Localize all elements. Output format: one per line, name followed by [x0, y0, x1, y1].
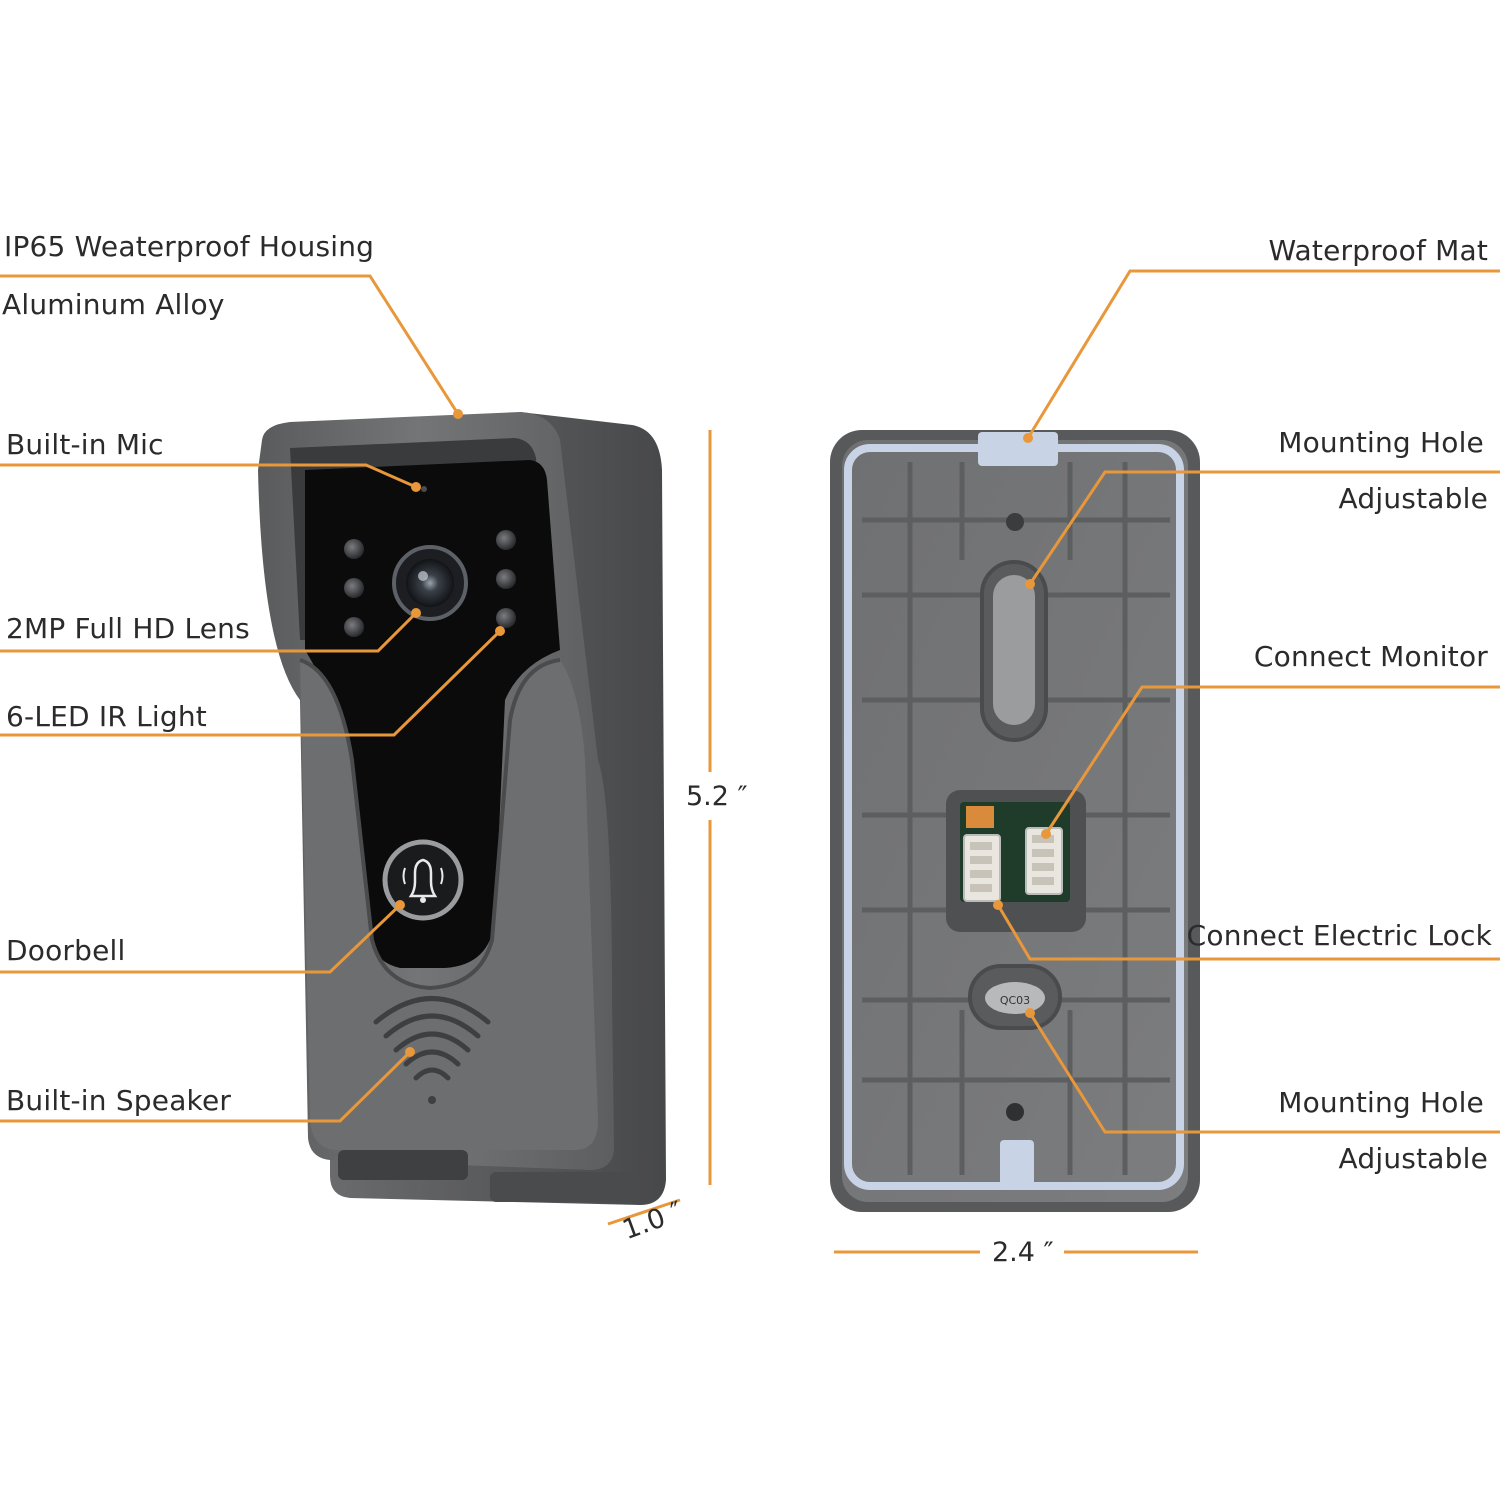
speaker-grille-icon — [373, 996, 491, 1081]
doorbell-front-unit — [258, 412, 666, 1205]
dim-line-depth — [607, 1198, 681, 1226]
label-ir: 6-LED IR Light — [6, 700, 207, 733]
face-panel — [305, 460, 560, 968]
leader-mat — [1026, 269, 1500, 439]
mic-hole — [421, 486, 427, 492]
lower-cover — [300, 660, 598, 1150]
label-housing: IP65 Weaterproof Housing — [4, 230, 375, 263]
leader-ir — [0, 629, 502, 737]
leader-mic — [0, 463, 417, 489]
label-hole-bottom: Mounting Hole — [1278, 1086, 1484, 1119]
leader-speaker — [0, 1050, 412, 1123]
leader-monitor — [1044, 685, 1500, 835]
label-monitor: Connect Monitor — [1253, 640, 1488, 673]
leader-lens — [0, 611, 418, 653]
label-hole-bottom-sub: Adjustable — [1338, 1142, 1488, 1175]
label-lens: 2MP Full HD Lens — [6, 612, 250, 645]
dimension-width: 2.4 ″ — [992, 1237, 1054, 1268]
label-mat: Waterproof Mat — [1268, 234, 1488, 267]
label-lock: Connect Electric Lock — [1186, 919, 1492, 952]
label-hole-top: Mounting Hole — [1278, 426, 1484, 459]
back-plate-unit — [830, 430, 1200, 1212]
leader-hole-bottom — [1028, 1012, 1500, 1134]
leader-dots — [395, 409, 1051, 1057]
leader-lock — [996, 904, 1500, 961]
bell-icon — [382, 839, 464, 921]
leader-housing — [0, 274, 460, 415]
label-speaker: Built-in Speaker — [6, 1084, 232, 1117]
leader-lines — [0, 269, 1500, 1254]
leader-hole-top — [1028, 470, 1500, 585]
label-material: Aluminum Alloy — [2, 288, 225, 321]
leader-doorbell — [0, 903, 402, 974]
label-mic: Built-in Mic — [6, 428, 164, 461]
dimension-height: 5.2 ″ — [686, 781, 748, 812]
ir-led-group — [344, 530, 516, 637]
plate-code: QC03 — [1000, 994, 1030, 1007]
label-doorbell: Doorbell — [6, 934, 126, 967]
label-hole-top-sub: Adjustable — [1338, 482, 1488, 515]
